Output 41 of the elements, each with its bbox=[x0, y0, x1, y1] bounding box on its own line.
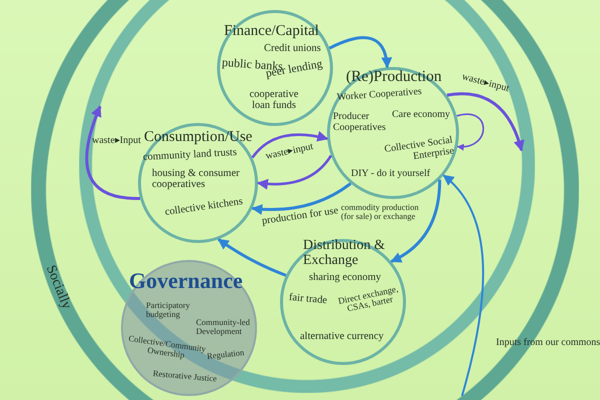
circle-item: alternative currency bbox=[300, 331, 384, 342]
circle-heading: Governance bbox=[129, 269, 243, 292]
circle-item: community land trusts bbox=[142, 147, 238, 163]
arrow bbox=[251, 131, 328, 158]
arrow bbox=[390, 180, 442, 263]
arrow bbox=[85, 105, 140, 200]
arrow bbox=[218, 238, 286, 277]
circle-heading: Distribution & Exchange bbox=[303, 239, 386, 268]
arrow bbox=[256, 154, 332, 190]
edge-label: waste▸input bbox=[264, 142, 314, 162]
circle-item: housing & consumer cooperatives bbox=[152, 168, 240, 190]
arrow bbox=[328, 36, 392, 68]
circle-heading: (Re)Production bbox=[346, 69, 442, 86]
arrow bbox=[456, 114, 484, 150]
sector-circle bbox=[327, 67, 459, 199]
circle-item: Regulation bbox=[206, 348, 245, 361]
sector-circle bbox=[217, 10, 333, 126]
circle-item: Producer Cooperatives bbox=[333, 112, 387, 133]
circle-heading: Consumption/Use bbox=[144, 130, 252, 146]
edge-label: production for use bbox=[261, 205, 339, 227]
circle-item: fair trade bbox=[288, 292, 328, 306]
arrow bbox=[251, 182, 352, 215]
circle-item: Direct exchange, CSAs, barter bbox=[336, 284, 400, 316]
sector-circle bbox=[280, 239, 406, 365]
circle-item: collective kitchens bbox=[164, 196, 244, 218]
circle-item: Collective Social Enterprise bbox=[382, 136, 455, 164]
circle-item: Restorative Justice bbox=[152, 369, 218, 384]
edge-label: waste▸input bbox=[460, 72, 510, 95]
circle-item: DIY - do it yourself bbox=[351, 169, 430, 180]
arrow bbox=[442, 174, 484, 396]
edge-label: waste▸Input bbox=[92, 136, 141, 146]
circle-item: Community-led Development bbox=[196, 318, 251, 336]
edge-label: commodity production (for sale) or exchange bbox=[341, 203, 420, 221]
ring-label: Socially bbox=[42, 264, 73, 312]
circle-item: Participatory budgeting bbox=[146, 301, 191, 319]
circle-item: Credit unions bbox=[264, 43, 321, 54]
circle-item: Care economy bbox=[392, 110, 450, 120]
circle-item: cooperative loan funds bbox=[248, 89, 300, 112]
arrow bbox=[446, 92, 524, 152]
circle-item: Worker Cooperatives bbox=[336, 87, 422, 104]
circle-item: sharing economy bbox=[309, 272, 382, 284]
